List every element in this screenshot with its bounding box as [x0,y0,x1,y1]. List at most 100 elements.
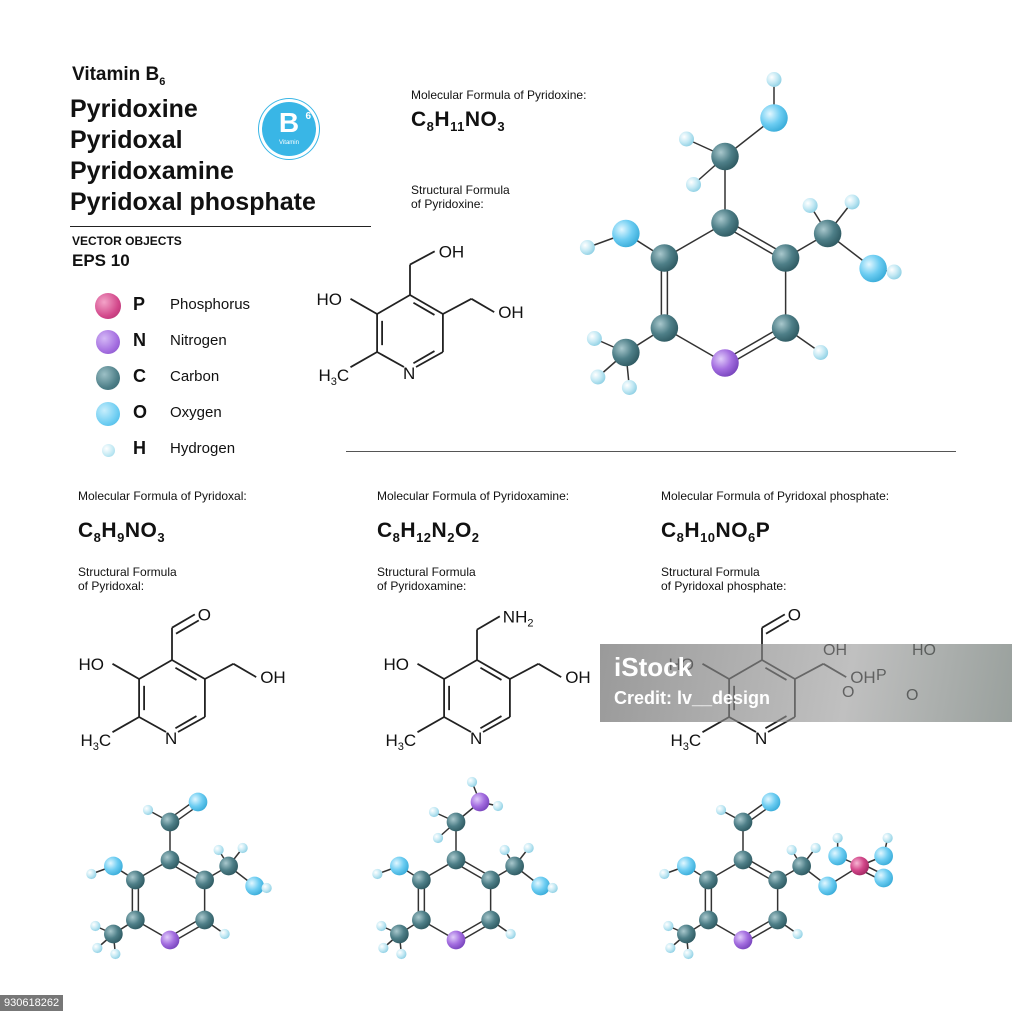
bond-line [476,615,501,631]
bond-line [537,663,562,678]
carbon-atom [160,850,180,870]
bond-line [509,663,539,680]
nitrogen-atom [470,792,490,812]
hydrogen-atom [579,240,595,255]
label-line: Structural Formula [377,565,476,579]
methyl-label: H3C [385,731,416,753]
carbon-atom [412,870,431,890]
hydrogen-atom [142,804,154,816]
hydrogen-atom [372,868,383,880]
bond-line [443,659,478,680]
bond-line [112,663,140,680]
carbon-atom [219,856,238,876]
carbon-atom [733,812,753,832]
hydrogen-atom [586,331,602,346]
nitrogen-atom [733,930,753,950]
pyridoxal-molecular-label: Molecular Formula of Pyridoxal: [78,489,247,503]
atoms [579,72,902,395]
carbon-atom [771,314,800,342]
legend-symbol: N [133,330,146,350]
title-pyridoxamine: Pyridoxamine [70,157,234,185]
hydrogen-atom [237,842,248,854]
carbon-atom [733,850,753,870]
nitrogen-label: N [470,729,482,748]
oxygen-label: O [788,605,801,624]
label-part: C [689,731,701,750]
legend-symbol: C [133,366,146,386]
section-divider [346,451,956,452]
bond-line [470,298,495,313]
pyridoxal-phosphate-formula: C8H10NO6P [661,519,771,546]
hydrogen-atom [766,72,782,87]
pyridoxal-phosphate-molecular-label: Molecular Formula of Pyridoxal phosphate… [661,489,890,503]
label-line: of Pyridoxamine: [377,579,467,593]
hydrogen-atom [663,920,674,932]
bond-line [376,351,405,368]
hydrogen-atom [810,842,821,854]
watermark-credit: Credit: lv__design [614,688,771,708]
atoms [372,776,558,960]
bond-line [232,663,257,678]
carbon-atom [160,812,180,832]
bond-line [417,716,445,733]
oxygen-atom-icon [96,402,120,426]
legend-symbol: O [133,402,148,422]
label-part: C [404,731,416,750]
hydrogen-atom [428,806,440,818]
bond-line [174,666,197,681]
oxygen-atom [612,219,640,248]
label-line: of Pyridoxine: [411,197,484,211]
oxygen-atom [531,876,550,896]
hydrogen-atom-icon [102,444,115,457]
bond-line [376,294,411,315]
hydrogen-atom [213,844,224,856]
carbon-atom [699,870,718,890]
oxygen-atom [760,104,788,132]
carbon-atom [768,910,787,930]
legend-nitrogen: N Nitrogen [95,326,335,356]
bond-line [412,301,435,316]
hydroxyl-label: HO [383,655,409,674]
carbon-atom [650,244,679,272]
hydrogen-atom [715,804,727,816]
label-line: of Pyridoxal phosphate: [661,579,787,593]
atoms [86,792,272,960]
bond-line [415,351,444,368]
hydrogen-atom [499,844,510,856]
label-part: 3 [398,741,404,753]
hydrogen-atom [523,842,534,854]
hydrogen-atom [659,868,670,880]
bond-line [138,659,173,680]
bond-line [765,619,790,635]
nitrogen-atom [446,930,466,950]
badge-subscript: 6 [305,111,311,122]
badge-letter: B [278,107,300,138]
oxygen-atom [761,792,781,812]
carbon-atom [412,910,431,930]
pyridoxamine-molecular-label: Molecular Formula of Pyridoxamine: [377,489,570,503]
carbon-atom [768,870,787,890]
eps-label: EPS 10 [72,251,130,270]
label-part: 3 [93,741,99,753]
carbon-atom [104,924,123,944]
nitrogen-atom-icon [96,330,120,354]
pyridoxine-formula: C8H11NO3 [411,108,506,135]
bond-line [442,298,472,315]
hydrogen-atom [882,832,893,844]
hydrogen-atom [432,832,444,844]
hydrogen-atom [92,942,103,954]
bond-line [350,351,378,368]
carbon-atom [612,338,640,367]
hydrogen-atom [505,928,516,940]
hydrogen-atom [376,920,387,932]
bond-line [761,613,786,629]
hydrogen-atom [219,928,230,940]
oxygen-atom [874,868,893,888]
label-part: C [99,731,111,750]
hydroxyl-label: OH [498,303,524,322]
oxygen-atom [390,856,409,876]
